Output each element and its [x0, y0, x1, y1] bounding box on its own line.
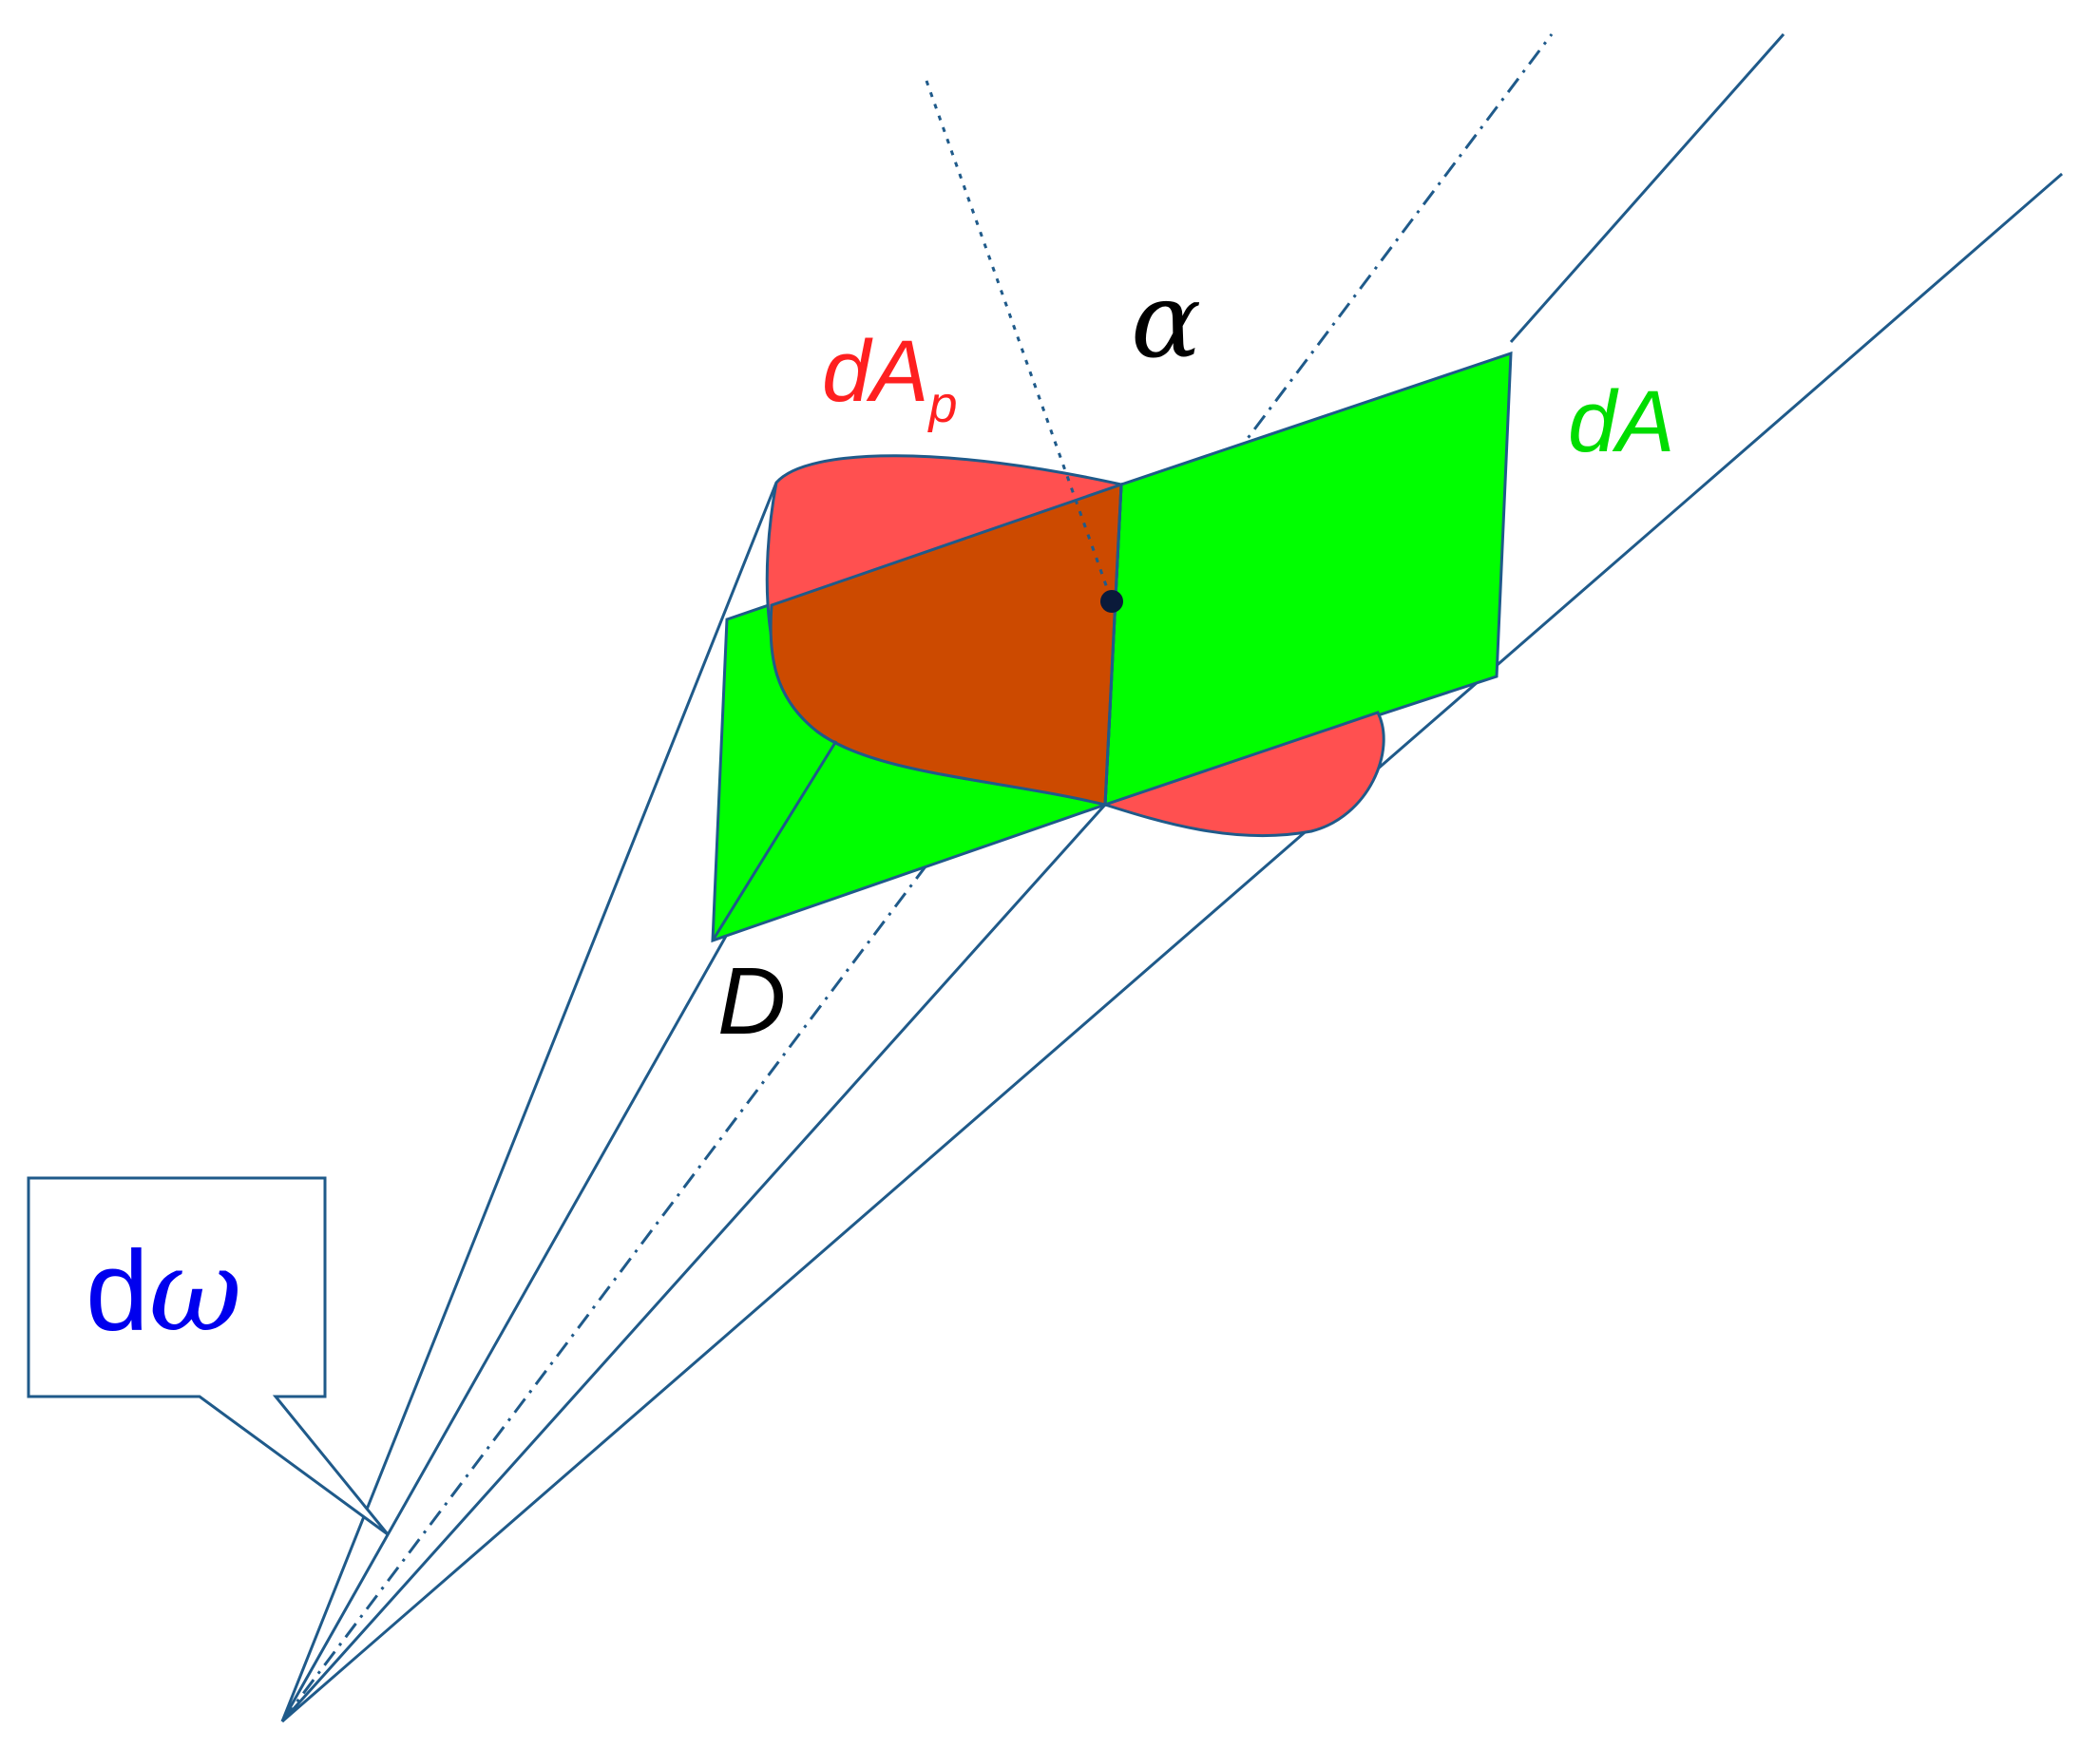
- axis-line: [280, 33, 1554, 1722]
- label-angle: α: [1131, 259, 1201, 381]
- label-distance: D: [717, 948, 786, 1055]
- cone-rays: [280, 33, 2063, 1723]
- label-projected-area-subscript: p: [927, 376, 958, 433]
- cone-ray-outer-right: [281, 172, 2063, 1723]
- center-point: [1100, 590, 1123, 613]
- distance-line: [711, 740, 838, 941]
- patch-middle-edge: [1103, 484, 1123, 806]
- cone-ray-upper-right: [1509, 33, 1785, 343]
- label-solid-angle: dω: [86, 1226, 242, 1358]
- label-projected-area: dAp: [822, 323, 958, 433]
- label-surface-area: dA: [1568, 373, 1675, 470]
- solid-angle-callout: dω: [27, 1176, 390, 1536]
- callout-box: [27, 1176, 390, 1536]
- normal-line: [925, 80, 1114, 602]
- projected-patch-red-tail: [1100, 711, 1385, 838]
- cone-ray-middle: [280, 803, 1107, 1723]
- overlap-region: [769, 482, 1123, 807]
- cone-ray-outer-left: [280, 482, 778, 1722]
